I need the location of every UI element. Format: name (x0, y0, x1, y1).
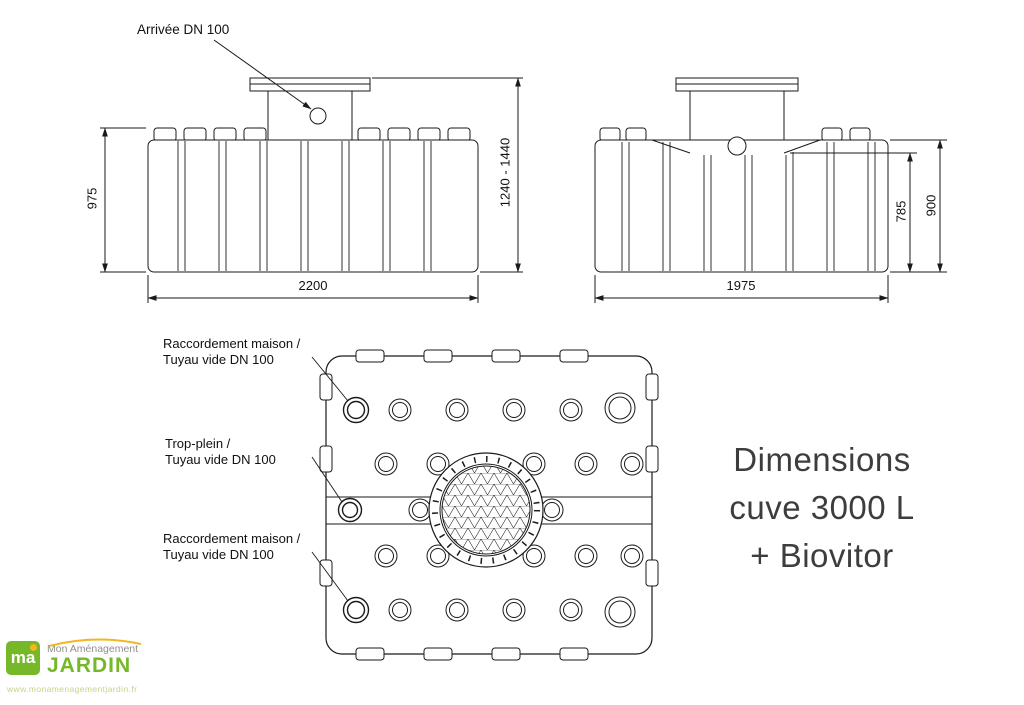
inlet-callout-label: Arrivée DN 100 (137, 22, 230, 37)
connection-bottom-label-line2: Tuyau vide DN 100 (163, 547, 274, 562)
front-view-dimensions (100, 77, 523, 303)
overflow-label-line1: Trop-plein / (165, 436, 231, 451)
overflow-label: Trop-plein / Tuyau vide DN 100 (165, 436, 276, 468)
logo-dot-icon (30, 644, 37, 651)
logo-swoosh-icon (48, 638, 142, 647)
side-dim-body-height: 900 (923, 194, 939, 217)
leader-lines (311, 356, 349, 602)
connection-top-label-line2: Tuyau vide DN 100 (163, 352, 274, 367)
logo-brand: JARDIN (47, 654, 132, 677)
logo-tagline: Mon Aménagement (47, 643, 139, 655)
connection-bottom-label-line1: Raccordement maison / (163, 531, 301, 546)
front-dim-total-height: 1240 - 1440 (497, 137, 513, 208)
front-dim-body-height: 975 (84, 187, 100, 210)
diagram-title-line3: + Biovitor (750, 537, 894, 574)
front-dim-width: 2200 (298, 278, 328, 293)
connection-top-label: Raccordement maison / Tuyau vide DN 100 (163, 336, 300, 368)
site-logo[interactable]: ma Mon Aménagement JARDIN (6, 638, 142, 677)
diagram-title: Dimensions cuve 3000 L + Biovitor (698, 436, 946, 580)
connection-bottom-label: Raccordement maison / Tuyau vide DN 100 (163, 531, 300, 563)
side-dim-width: 1975 (726, 278, 756, 293)
side-dim-inner-height: 785 (893, 200, 909, 223)
biovitor-cover (428, 452, 544, 568)
connection-top-label-line1: Raccordement maison / (163, 336, 301, 351)
overflow-label-line2: Tuyau vide DN 100 (165, 452, 276, 467)
top-view-drawing (311, 349, 659, 661)
front-view-drawing (147, 39, 479, 273)
side-view-dimensions (594, 139, 947, 303)
logo-text: Mon Aménagement JARDIN (47, 638, 142, 677)
diagram-title-line2: cuve 3000 L (729, 489, 915, 526)
logo-ma-icon: ma (6, 641, 40, 675)
logo-url[interactable]: www.monamenagementjardin.fr (7, 684, 138, 694)
diagram-title-line1: Dimensions (733, 441, 911, 478)
logo-icon-text: ma (10, 648, 36, 667)
connection-ports (337, 396, 370, 624)
side-view-drawing (594, 77, 889, 273)
